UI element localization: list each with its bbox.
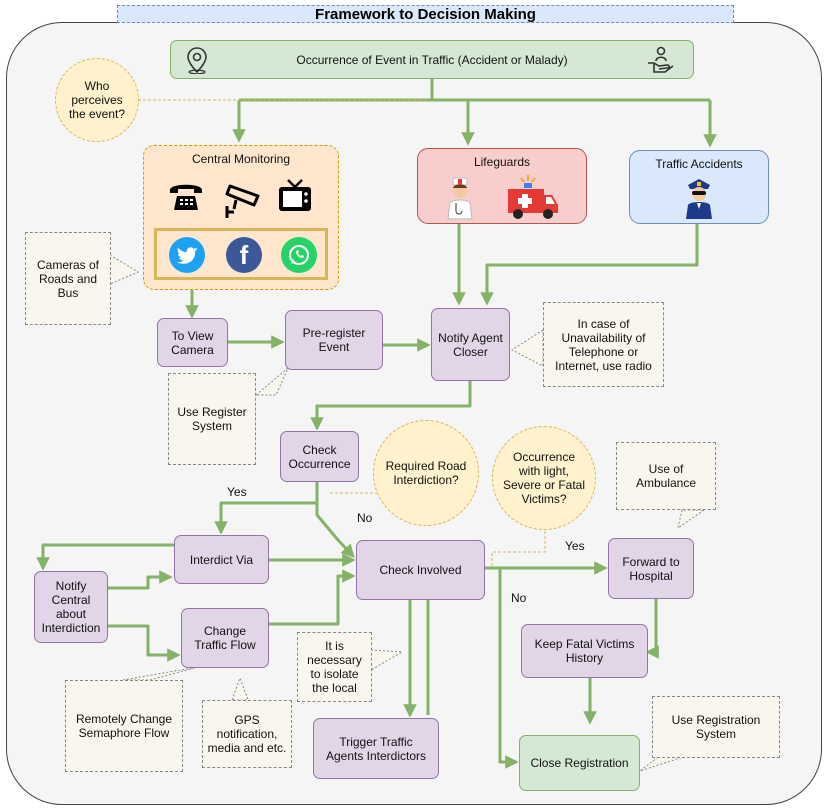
cctv-camera-icon	[222, 178, 264, 225]
edge-no-to-involved	[315, 503, 355, 558]
semaphore-callout	[122, 666, 199, 681]
note-radio: In case of Unavailability of Telephone o…	[543, 302, 664, 387]
diagram-title: Framework to Decision Making	[117, 5, 734, 23]
node-close-registration[interactable]: Close Registration	[519, 735, 640, 791]
node-interdict-via[interactable]: Interdict Via	[174, 535, 269, 584]
node-forward-hospital[interactable]: Forward to Hospital	[608, 538, 694, 599]
twitter-icon	[169, 237, 205, 273]
central-monitoring-title: Central Monitoring	[191, 152, 291, 166]
television-icon	[277, 178, 313, 221]
nurse-icon	[444, 177, 476, 226]
edge-hospital-to-keep	[645, 599, 659, 659]
register-callout	[254, 367, 289, 396]
edge-label-no-involved: No	[357, 511, 373, 525]
lifeguards-title: Lifeguards	[473, 155, 531, 169]
edge-traffic-to-notify	[480, 224, 699, 306]
edge-notify-central-to-interdict	[108, 570, 173, 590]
note-isolate: It is necessary to isolate the local	[297, 632, 372, 702]
telephone-icon	[168, 180, 204, 219]
node-change-flow[interactable]: Change Traffic Flow	[181, 608, 269, 668]
note-cameras: Cameras of Roads and Bus	[25, 232, 111, 325]
node-notify-central[interactable]: Notify Central about Interdiction	[34, 571, 108, 643]
cameras-callout	[109, 254, 140, 285]
edge-notify-to-check	[310, 381, 472, 431]
event-node[interactable]: Occurrence of Event in Traffic (Accident…	[170, 40, 694, 79]
node-pre-register[interactable]: Pre-register Event	[285, 310, 383, 370]
note-semaphore: Remotely Change Semaphore Flow	[65, 680, 183, 772]
radio-callout	[511, 329, 544, 367]
whatsapp-icon	[281, 237, 317, 273]
node-trigger-agents[interactable]: Trigger Traffic Agents Interdictors	[313, 718, 439, 779]
event-label: Occurrence of Event in Traffic (Accident…	[296, 52, 568, 67]
edge-label-yes-hospital: Yes	[565, 539, 585, 553]
map-pin-icon	[186, 46, 208, 77]
central-monitoring-group[interactable]: Central Monitoring f	[143, 145, 339, 290]
police-officer-icon	[684, 177, 714, 226]
note-gps: GPS notification, media and etc.	[202, 700, 292, 768]
lifeguards-group[interactable]: Lifeguards	[417, 148, 587, 224]
note-registration-system: Use Registration System	[652, 696, 780, 758]
gps-callout	[231, 676, 249, 701]
ambulance-icon	[504, 173, 560, 226]
edge-label-no-close: No	[511, 591, 527, 605]
node-check-involved[interactable]: Check Involved	[356, 540, 485, 600]
severity-connector	[491, 528, 546, 566]
ambulance-callout	[677, 509, 706, 530]
person-hand-icon	[645, 45, 675, 78]
traffic-accidents-title: Traffic Accidents	[655, 157, 743, 171]
edge-yes-to-interdict	[214, 501, 317, 535]
traffic-accidents-group[interactable]: Traffic Accidents	[629, 150, 769, 224]
node-notify-agent[interactable]: Notify Agent Closer	[431, 308, 510, 381]
edge-interdict-to-notify-central	[36, 543, 174, 571]
facebook-icon: f	[226, 237, 262, 273]
note-register-system: Use Register System	[168, 373, 256, 465]
who-perceives-label: Who perceives the event?	[68, 79, 126, 121]
edge-change-to-involved	[269, 569, 356, 626]
isolate-callout	[370, 649, 404, 671]
node-keep-fatal[interactable]: Keep Fatal Victims History	[521, 624, 648, 678]
edge-involved-to-close	[485, 566, 519, 769]
who-perceives-node[interactable]: Who perceives the event?	[55, 58, 139, 142]
node-check-occurrence[interactable]: Check Occurrence	[280, 431, 359, 482]
decision-severity[interactable]: Occurrence with light, Severe or Fatal V…	[492, 426, 596, 530]
node-view-camera[interactable]: To View Camera	[157, 318, 228, 367]
edge-label-yes-interdict: Yes	[227, 485, 247, 499]
social-media-box: f	[154, 228, 328, 280]
note-ambulance: Use of Ambulance	[616, 442, 716, 510]
edge-notify-central-to-change	[108, 624, 181, 662]
decision-road-interdiction[interactable]: Required Road Interdiction?	[373, 420, 479, 526]
